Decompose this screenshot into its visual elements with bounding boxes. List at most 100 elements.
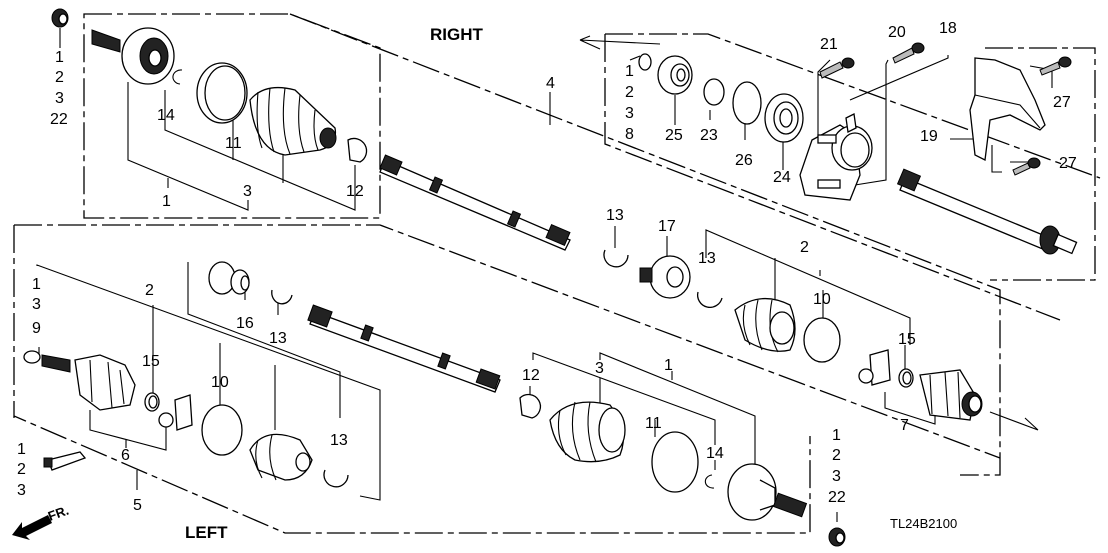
callout: 1	[664, 357, 673, 374]
spider-7-right-icon	[858, 349, 891, 386]
callout: 3	[243, 183, 252, 200]
callout: 22	[828, 489, 846, 506]
callout: 16	[236, 315, 254, 332]
intermediate-shaft-icon	[896, 168, 1078, 255]
callout: 12	[522, 367, 540, 384]
callout: 1	[17, 441, 26, 458]
boot-band-12-right-icon	[347, 137, 368, 163]
left-axle-shaft-icon	[307, 304, 501, 393]
callout: 3	[625, 105, 634, 122]
callout: 3	[595, 360, 604, 377]
callout: 22	[50, 111, 68, 128]
ball-bearing-24-icon	[764, 93, 804, 143]
callout: 3	[55, 90, 64, 107]
boot-band-10-right-icon	[803, 317, 841, 363]
callout: 1	[162, 193, 171, 210]
callout: 15	[898, 331, 916, 348]
snap-ring-23-icon	[703, 78, 725, 106]
front-indicator: FR.	[46, 503, 71, 524]
bolt-20-icon	[892, 42, 925, 64]
callout: 9	[32, 320, 41, 337]
nut-top-icon	[51, 8, 69, 28]
boot-band-11-left-icon	[651, 431, 699, 493]
bearing-support-18-icon	[799, 113, 873, 201]
callout: 2	[832, 447, 841, 464]
right-shaft-outline	[289, 13, 1001, 476]
callout: 1	[625, 63, 634, 80]
callout: 21	[820, 36, 838, 53]
boot-left-inner-icon	[249, 433, 313, 481]
callout: 17	[658, 218, 676, 235]
stop-ring-15-right-icon	[898, 368, 914, 388]
leader-lines	[36, 28, 1053, 522]
callout: 13	[269, 330, 287, 347]
callout: 18	[939, 20, 957, 37]
heat-shield-19-icon	[969, 57, 1046, 161]
callout: 13	[698, 250, 716, 267]
callout: 1	[832, 427, 841, 444]
callout: 15	[142, 353, 160, 370]
right-axle-shaft-icon	[379, 154, 571, 251]
boot-band-13-right-b-icon	[696, 291, 723, 309]
bolt-27-lower-icon	[1012, 157, 1041, 176]
callout: 26	[735, 152, 753, 169]
boot-left-outer-icon	[549, 401, 626, 463]
left-inner-joint-housing-icon	[41, 354, 136, 411]
title-right: RIGHT	[430, 25, 484, 44]
callout: 13	[330, 432, 348, 449]
boot-band-10-left-icon	[201, 404, 243, 456]
callout: 7	[900, 417, 909, 434]
left-group-outline	[13, 224, 1001, 534]
callout: 11	[225, 135, 242, 152]
right-intermediate-shaft-outline	[985, 47, 1096, 281]
callout: 25	[665, 127, 683, 144]
stop-ring-15-left-icon	[144, 392, 160, 412]
boot-right-outer-icon	[249, 86, 337, 156]
front-arrow-icon	[12, 515, 52, 540]
callout: 6	[121, 447, 130, 464]
callout: 2	[625, 84, 634, 101]
callout: 12	[346, 183, 364, 200]
boot-band-12-left-icon	[519, 393, 542, 419]
inner-joint-17-icon	[639, 255, 691, 299]
boot-band-11-right-icon	[196, 62, 248, 124]
left-outer-cv-joint-icon	[727, 463, 808, 521]
callout: 2	[145, 282, 154, 299]
callout: 2	[55, 69, 64, 86]
dust-seal-25-icon	[657, 55, 693, 95]
callout: 1	[32, 276, 41, 293]
callout: 4	[546, 75, 555, 92]
diagram-code: TL24B2100	[890, 516, 957, 531]
boot-band-13-right-a-icon	[603, 249, 629, 268]
grease-tube-icon	[43, 451, 87, 471]
callout: 24	[773, 169, 791, 186]
inner-housing-right-icon	[919, 369, 983, 421]
snap-ring-26-icon	[732, 81, 762, 125]
callout: 1	[55, 49, 64, 66]
callout: 3	[832, 468, 841, 485]
callout: 2	[800, 239, 809, 256]
right-outer-cv-joint-icon	[91, 27, 175, 85]
callout: 3	[17, 482, 26, 499]
right-bearing-group-outline	[604, 33, 1101, 321]
callout: 20	[888, 24, 906, 41]
callout: 11	[645, 415, 662, 432]
callout: 10	[211, 374, 229, 391]
callout: 13	[606, 207, 624, 224]
callout: 8	[625, 126, 634, 143]
circlip-14-left-icon	[704, 474, 715, 489]
right-outer-joint-group-outline	[83, 13, 381, 219]
circlip-8-icon	[638, 53, 652, 71]
callout: 27	[1059, 155, 1077, 172]
boot-right-inner-icon	[734, 298, 796, 353]
boot-band-13-left-b-icon	[323, 469, 349, 488]
bolt-27-upper-icon	[1039, 56, 1072, 76]
callout: 14	[157, 107, 175, 124]
title-left: LEFT	[185, 523, 228, 542]
boot-band-13-left-a-icon	[271, 289, 293, 305]
callout: 19	[920, 128, 938, 145]
callout: 3	[32, 296, 41, 313]
spider-6-left-icon	[158, 394, 193, 431]
callout: 27	[1053, 94, 1071, 111]
